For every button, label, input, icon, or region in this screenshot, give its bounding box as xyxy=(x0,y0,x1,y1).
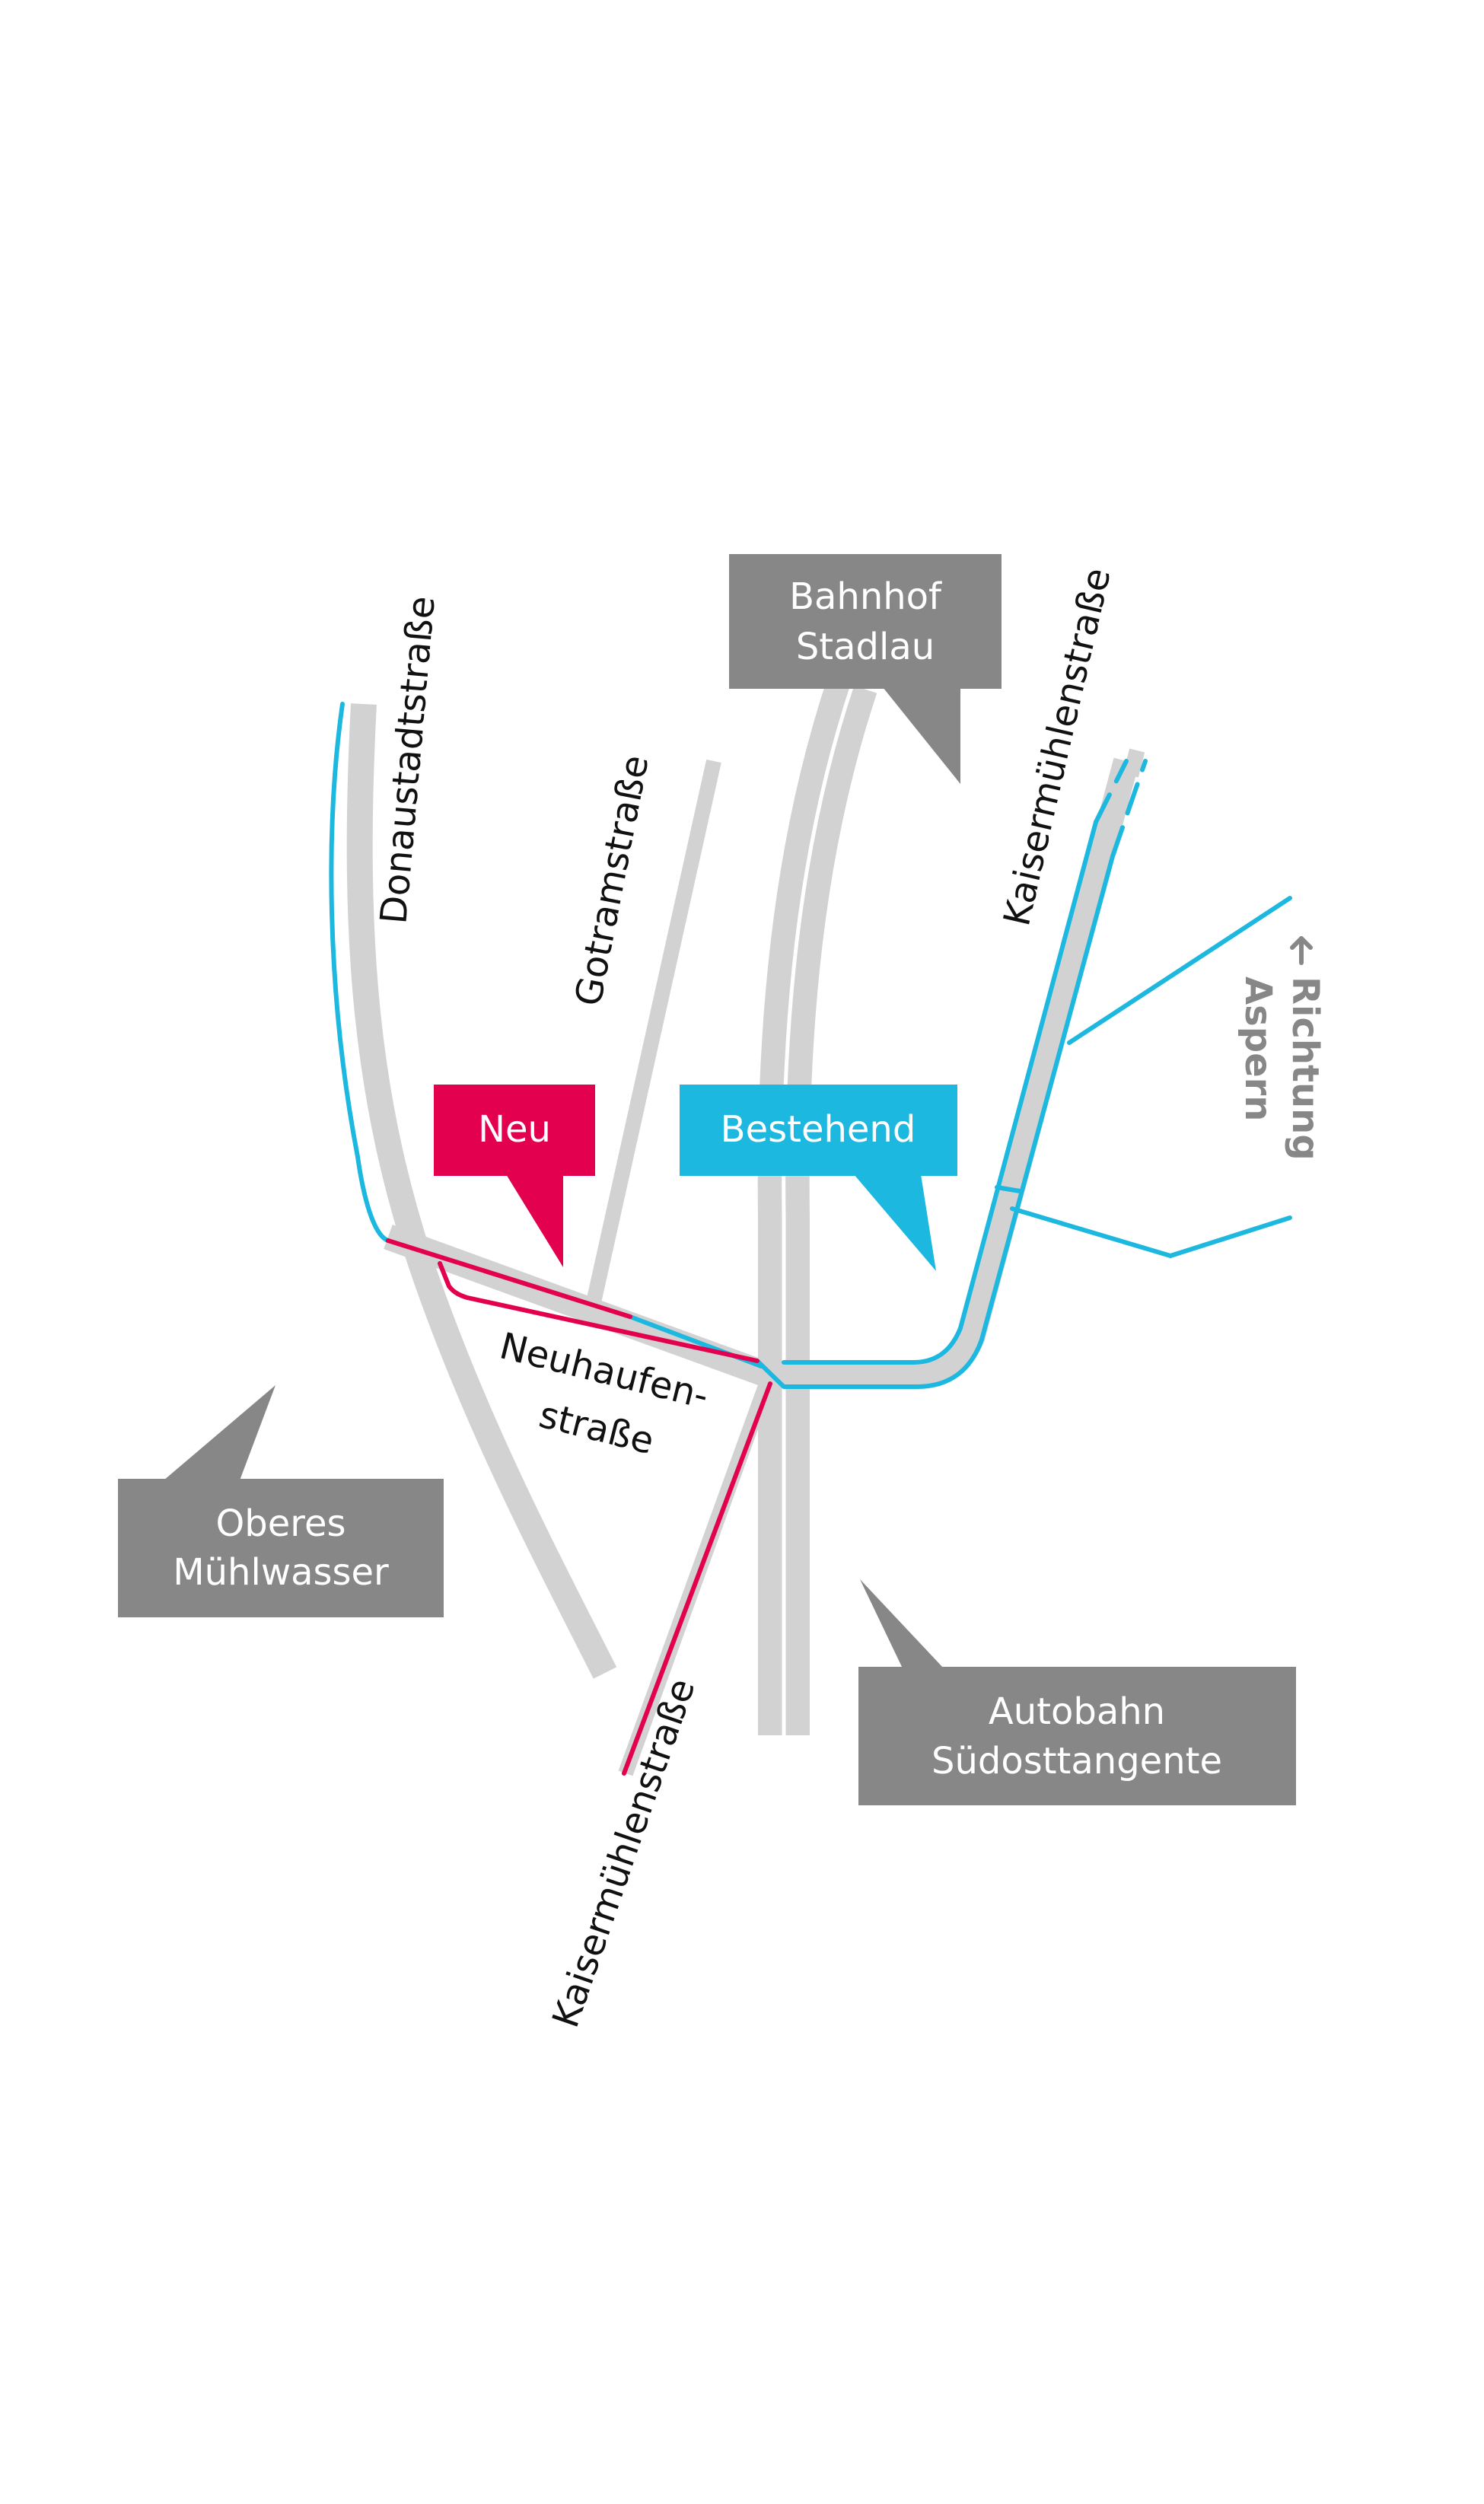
callout-pointer xyxy=(860,1579,944,1668)
existing-route-kaisermuehlenstrasse-planned-east xyxy=(1110,759,1148,859)
callout-box xyxy=(729,554,1002,689)
direction-label-line2: Aspern xyxy=(1237,976,1279,1121)
street-label-kaisermuehlenstrasse-south: Kaisermühlenstraße xyxy=(544,1674,703,2034)
road-gotramstrasse xyxy=(584,759,721,1311)
road-autobahn-suedosttangente xyxy=(757,677,877,1735)
callout-pointer xyxy=(883,687,960,784)
callout-autobahn-suedosttangente: Autobahn Südosttangente xyxy=(858,1579,1296,1805)
callout-oberes-muehlwasser: Oberes Mühlwasser xyxy=(118,1385,444,1617)
existing-route-aspern-north xyxy=(1067,896,1292,1045)
callout-box xyxy=(118,1479,444,1617)
existing-route-crossing xyxy=(995,1185,1022,1193)
new-routes xyxy=(386,1238,772,1776)
callout-pointer xyxy=(164,1385,275,1480)
callout-box xyxy=(434,1085,595,1176)
callout-text-line1: Bahnhof xyxy=(789,575,942,618)
callout-text-line2: Stadlau xyxy=(796,626,935,668)
existing-route-aspern-south xyxy=(1010,1206,1292,1258)
existing-route-kaisermuehlenstrasse-west xyxy=(755,854,1115,1389)
callout-text-line1: Autobahn xyxy=(989,1690,1165,1733)
road-kaisermuehlenstrasse-north xyxy=(1123,748,1145,778)
callout-bahnhof-stadlau: Bahnhof Stadlau xyxy=(729,554,1002,784)
street-label-neuhaufenstrasse-line2: straße xyxy=(535,1394,658,1463)
existing-route-kaisermuehlenstrasse-east xyxy=(782,820,1098,1365)
existing-routes xyxy=(329,702,1292,1389)
existing-route-kaisermuehlenstrasse-planned-west xyxy=(1094,759,1129,824)
callout-box xyxy=(858,1667,1296,1805)
arrow-up-icon xyxy=(1290,936,1313,965)
callout-text-line1: Oberes xyxy=(216,1502,346,1545)
road-neuhaufenstrasse xyxy=(384,757,1139,1388)
street-labels: Donaustadtstraße Gotramstraße Kaisermühl… xyxy=(372,564,1119,2033)
callout-pointer xyxy=(506,1174,563,1267)
legend-label-neu: Neu xyxy=(478,1108,551,1151)
legend-callout-neu: Neu xyxy=(434,1085,595,1267)
new-route-kaisermuehlenstrasse-south xyxy=(622,1381,772,1776)
callout-box xyxy=(680,1085,957,1176)
new-route-neuhaufenstrasse-south xyxy=(438,1261,760,1363)
street-label-gotramstrasse: Gotramstraße xyxy=(567,752,658,1010)
legend-label-bestehend: Bestehend xyxy=(721,1108,916,1151)
callout-text-line2: Südosttangente xyxy=(931,1740,1222,1782)
direction-richtung-aspern: Richtung Aspern xyxy=(1237,936,1326,1161)
direction-label-line1: Richtung xyxy=(1284,976,1326,1161)
legend-callout-bestehend: Bestehend xyxy=(680,1085,957,1271)
callout-pointer xyxy=(854,1174,936,1271)
roads xyxy=(346,677,1145,1776)
new-route-neuhaufenstrasse-north xyxy=(386,1238,632,1319)
callout-text-line2: Mühlwasser xyxy=(173,1551,389,1594)
street-label-donaustadtstrasse: Donaustadtstraße xyxy=(372,594,443,925)
existing-route-donaustadtstrasse xyxy=(329,702,390,1243)
